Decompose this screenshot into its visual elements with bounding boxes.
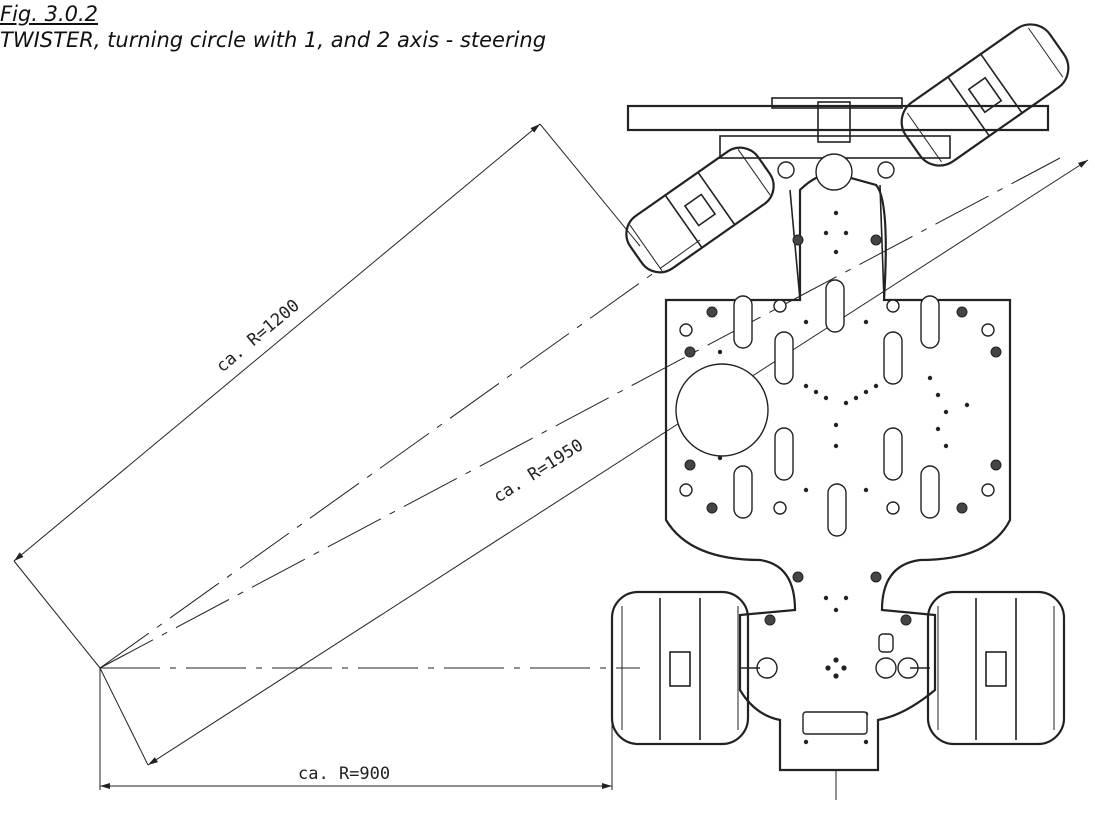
- r1200-extension-line-b: [539, 123, 641, 247]
- bolt: [870, 234, 882, 246]
- steer-radius-line-outer: [99, 157, 1061, 669]
- slot: [774, 331, 794, 385]
- bolt: [870, 571, 882, 583]
- figure-title: TWISTER, turning circle with 1, and 2 ax…: [0, 28, 547, 52]
- round-holes: [679, 299, 995, 515]
- r1950-extension-line: [99, 667, 149, 766]
- chassis-neck: [789, 184, 885, 301]
- chassis: [664, 172, 1012, 800]
- bolt: [684, 346, 696, 358]
- bolts: [684, 234, 1002, 626]
- bolt: [900, 614, 912, 626]
- steering-pivot: [815, 153, 853, 191]
- bolt: [956, 306, 968, 318]
- slot: [883, 427, 903, 481]
- hole: [773, 299, 787, 313]
- slot: [827, 483, 847, 537]
- hole: [679, 483, 693, 497]
- r1950-dimension-line: [147, 159, 1089, 766]
- r1950-label: ca. R=1950: [490, 435, 587, 507]
- steering-servo: [817, 101, 851, 143]
- bolt: [990, 459, 1002, 471]
- dot-pattern: [717, 210, 970, 745]
- bolt: [764, 614, 776, 626]
- hole: [679, 323, 693, 337]
- steer-radius-line-front: [99, 239, 701, 669]
- r1200-label: ca. R=1200: [212, 296, 303, 377]
- r900-label: ca. R=900: [298, 764, 390, 784]
- hole: [981, 483, 995, 497]
- chassis-outline: [664, 172, 1012, 772]
- hole: [886, 299, 900, 313]
- link-joint-right: [877, 161, 895, 179]
- rear-right-wheel: [910, 590, 1066, 746]
- bolt: [956, 502, 968, 514]
- hole: [773, 501, 787, 515]
- front-right-wheel: [900, 23, 1070, 167]
- r1200-extension-line-a: [13, 560, 101, 669]
- rear-slot: [802, 711, 868, 735]
- slots: [733, 279, 940, 537]
- slot: [733, 465, 753, 519]
- slot: [920, 295, 940, 349]
- slot: [825, 279, 845, 333]
- slot: [883, 331, 903, 385]
- bolt: [792, 571, 804, 583]
- r1200-dimension-line: [13, 123, 541, 562]
- rear-bush-right: [875, 657, 897, 679]
- hole: [886, 501, 900, 515]
- hole: [981, 323, 995, 337]
- figure-number: Fig. 3.0.2: [0, 2, 99, 26]
- bolt: [706, 306, 718, 318]
- slot: [774, 427, 794, 481]
- front-bracket: [771, 97, 903, 109]
- front-axle: [626, 97, 1050, 191]
- front-beam: [626, 104, 1050, 132]
- rear-switch: [878, 633, 894, 653]
- front-left-wheel: [625, 146, 775, 274]
- slot: [733, 295, 753, 349]
- rear-left-wheel: [610, 590, 760, 746]
- dimension-lines: [13, 123, 1089, 790]
- bolt: [990, 346, 1002, 358]
- bolt: [706, 502, 718, 514]
- bolt: [792, 234, 804, 246]
- large-round-cutout: [675, 363, 769, 457]
- slot: [920, 465, 940, 519]
- link-joint-left: [777, 161, 795, 179]
- bolt: [684, 459, 696, 471]
